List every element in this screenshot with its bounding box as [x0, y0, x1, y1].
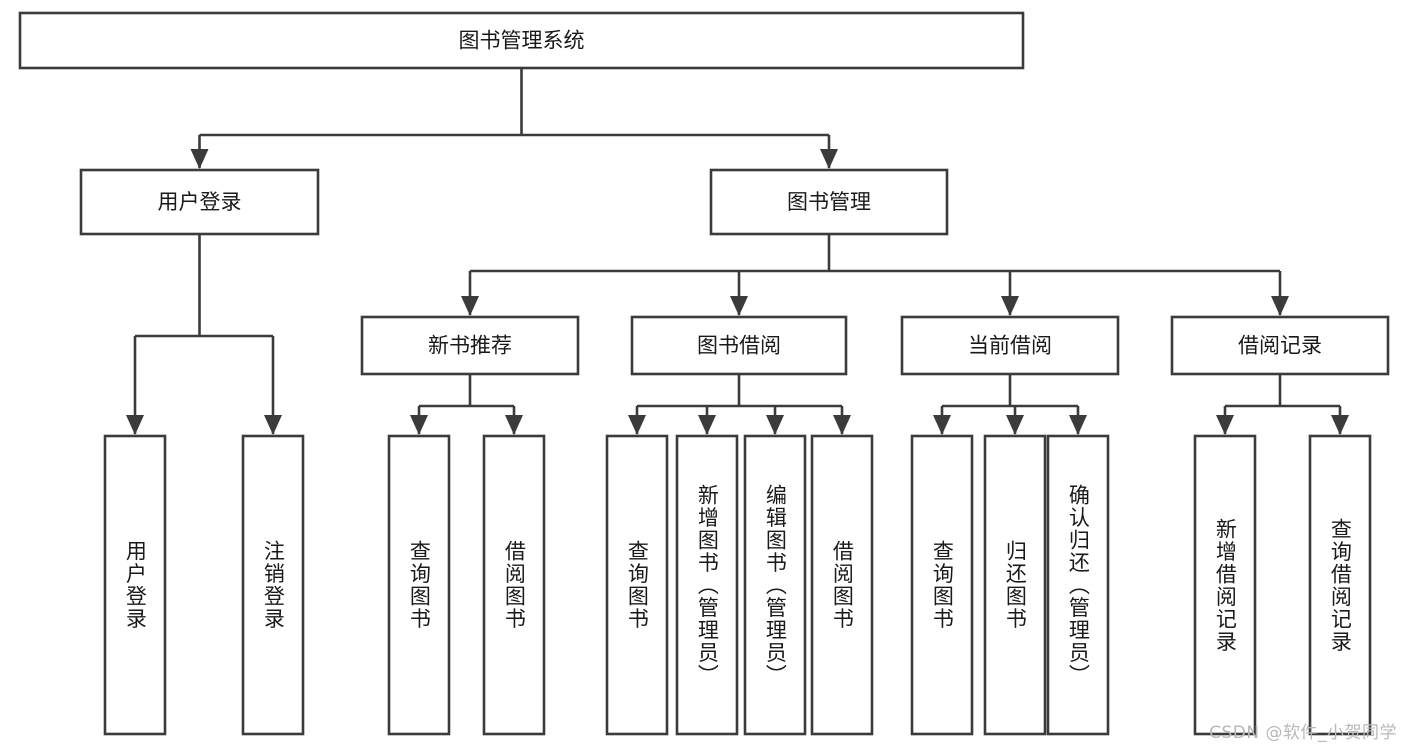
arrow-head-icon [126, 415, 144, 435]
arrow-head-icon [766, 415, 784, 435]
node-box-leaf-confirm-return[interactable] [1046, 434, 1110, 736]
arrow-head-icon [820, 149, 838, 169]
arrow-head-icon [1271, 296, 1289, 316]
arrow-head-icon [730, 296, 748, 316]
node-box-new-book-recommend[interactable] [360, 315, 580, 376]
node-label-borrow-record: 借阅记录 [1238, 334, 1322, 358]
node-box-current-borrow[interactable] [900, 315, 1120, 376]
node-box-root[interactable] [18, 11, 1025, 70]
node-box-leaf-add-record[interactable] [1193, 434, 1257, 736]
node-label-current-borrow: 当前借阅 [968, 334, 1052, 358]
node-label-user-login: 用户登录 [158, 190, 242, 214]
arrow-head-icon [1006, 415, 1024, 435]
arrow-head-icon [410, 415, 428, 435]
node-box-user-login[interactable] [79, 168, 320, 236]
arrow-head-icon [461, 296, 479, 316]
arrow-head-icon [1216, 415, 1234, 435]
arrow-head-icon [1001, 296, 1019, 316]
node-box-leaf-query-book-2[interactable] [605, 434, 669, 736]
arrow-head-icon [190, 149, 209, 169]
node-box-leaf-query-book-3[interactable] [910, 434, 974, 736]
node-box-leaf-add-book[interactable] [675, 434, 739, 736]
node-box-leaf-return-book[interactable] [983, 434, 1047, 736]
arrow-head-icon [698, 415, 716, 435]
arrow-head-icon [1331, 415, 1349, 435]
connectors-layer [126, 68, 1349, 435]
node-box-leaf-query-record[interactable] [1308, 434, 1372, 736]
node-box-leaf-user-login[interactable] [103, 434, 167, 736]
arrow-head-icon [628, 415, 646, 435]
node-label-book-manage: 图书管理 [787, 190, 871, 214]
arrow-head-icon [1069, 415, 1087, 435]
node-box-book-manage[interactable] [709, 168, 949, 236]
node-label-root: 图书管理系统 [459, 29, 585, 53]
node-box-leaf-logout-login[interactable] [241, 434, 305, 736]
node-box-leaf-borrow-book-2[interactable] [810, 434, 874, 736]
node-box-borrow-record[interactable] [1170, 315, 1390, 376]
node-label-new-book-recommend: 新书推荐 [428, 334, 512, 358]
arrow-head-icon [933, 415, 951, 435]
boxes-layer [18, 11, 1390, 736]
node-box-leaf-borrow-book-1[interactable] [482, 434, 546, 736]
arrow-head-icon [505, 415, 523, 435]
arrow-head-icon [833, 415, 851, 435]
watermark-text: CSDN @软件_小贺同学 [1209, 723, 1397, 743]
arrow-head-icon [264, 415, 282, 435]
node-box-leaf-edit-book[interactable] [743, 434, 807, 736]
node-label-book-borrow: 图书借阅 [697, 334, 781, 358]
node-box-book-borrow[interactable] [630, 315, 848, 376]
node-box-leaf-query-book-1[interactable] [387, 434, 451, 736]
